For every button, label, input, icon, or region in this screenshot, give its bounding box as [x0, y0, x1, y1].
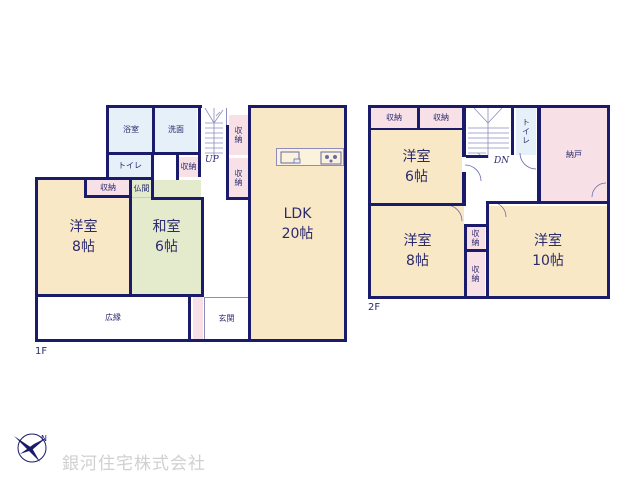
room-storage-stair-lower: 収納 — [229, 158, 248, 198]
room-western-6-2f-size: 6帖 — [405, 168, 428, 185]
room-washroom: 洗面 — [155, 108, 197, 152]
room-western-10-2f-name: 洋室 — [534, 233, 562, 249]
room-western-8-2f-size: 8帖 — [406, 253, 429, 269]
room-storage-hall: 収納 — [178, 157, 199, 177]
stairs-2f — [466, 107, 511, 158]
room-toilet-1f-label: トイレ — [118, 161, 142, 170]
floor-2f-label: 2F — [368, 302, 381, 313]
room-storage-2f-closet-upper-label: 収納 — [471, 229, 480, 247]
room-nando: 納戸 — [541, 108, 607, 201]
room-western-10-2f: 洋室 10帖 — [489, 206, 607, 296]
room-toilet-2f: トイレ — [516, 108, 536, 155]
room-ldk-name: LDK — [283, 205, 312, 222]
room-western-6-2f: 洋室 6帖 — [371, 130, 462, 203]
room-storage-stair-lower-label: 収納 — [234, 169, 243, 187]
room-storage-2f-a: 収納 — [371, 108, 417, 128]
room-washroom-label: 洗面 — [168, 125, 184, 134]
sink-and-stove-icon — [280, 151, 342, 165]
floor-plan-1f: 浴室 洗面 トイレ 収納 UP 収納 収納 洋室 — [0, 0, 360, 360]
stairs-icon — [468, 107, 509, 158]
room-japanese-6-name: 和室 — [152, 219, 181, 235]
floor-1f-label: 1F — [35, 346, 48, 357]
room-storage-2f-closet-lower-label: 収納 — [471, 265, 480, 283]
room-western-8-2f-name: 洋室 — [403, 233, 432, 249]
stairs-up-label: UP — [205, 155, 219, 165]
company-name: 銀河住宅株式会社 — [62, 454, 206, 474]
room-butsuma-label: 仏間 — [133, 183, 150, 193]
room-entrance: 玄関 — [204, 297, 248, 339]
room-western-8-1f-size: 8帖 — [72, 239, 95, 255]
room-storage-2f-b-label: 収納 — [433, 113, 449, 122]
room-storage-stair-upper: 収納 — [229, 115, 248, 155]
stairs-icon — [204, 107, 224, 158]
kitchen-counter — [276, 148, 344, 166]
entrance-step — [193, 297, 203, 339]
door-swings — [445, 152, 607, 222]
room-storage-hall-label: 収納 — [180, 162, 197, 171]
room-ldk-size: 20帖 — [281, 225, 314, 242]
room-storage-stair-upper-label: 収納 — [234, 126, 243, 144]
room-bath-label: 浴室 — [123, 125, 139, 134]
room-storage-2f-closet-lower: 収納 — [466, 252, 485, 296]
compass-north-icon: N — [14, 433, 47, 463]
room-bath: 浴室 — [109, 108, 153, 152]
room-storage-2f-closet-upper: 収納 — [466, 227, 485, 249]
room-western-6-2f-name: 洋室 — [402, 148, 431, 165]
room-storage-2f-a-label: 収納 — [386, 113, 402, 122]
svg-text:N: N — [41, 434, 47, 443]
room-entrance-label: 玄関 — [218, 313, 235, 323]
room-engawa: 広縁 — [38, 297, 188, 339]
room-toilet-1f: トイレ — [109, 155, 151, 177]
room-storage-western: 収納 — [84, 180, 129, 198]
room-storage-western-label: 収納 — [100, 182, 116, 192]
room-western-8-1f: 洋室 8帖 — [38, 180, 129, 294]
room-nando-label: 納戸 — [566, 149, 582, 159]
compass: N — [12, 428, 52, 468]
room-butsuma: 仏間 — [132, 180, 154, 198]
room-western-8-1f-name: 洋室 — [69, 219, 98, 235]
room-ldk: LDK 20帖 — [251, 108, 344, 339]
room-western-8-2f: 洋室 8帖 — [371, 206, 464, 296]
room-storage-2f-b: 収納 — [420, 108, 462, 128]
room-toilet-2f-label: トイレ — [521, 118, 531, 145]
room-western-10-2f-size: 10帖 — [532, 253, 564, 269]
floor-plan-2f: 収納 収納 洋室 6帖 DN トイレ 納戸 洋室 8帖 — [368, 105, 610, 313]
room-engawa-label: 広縁 — [105, 313, 121, 322]
stairs-down-label: DN — [494, 156, 510, 166]
room-japanese-6-size: 6帖 — [155, 239, 178, 255]
